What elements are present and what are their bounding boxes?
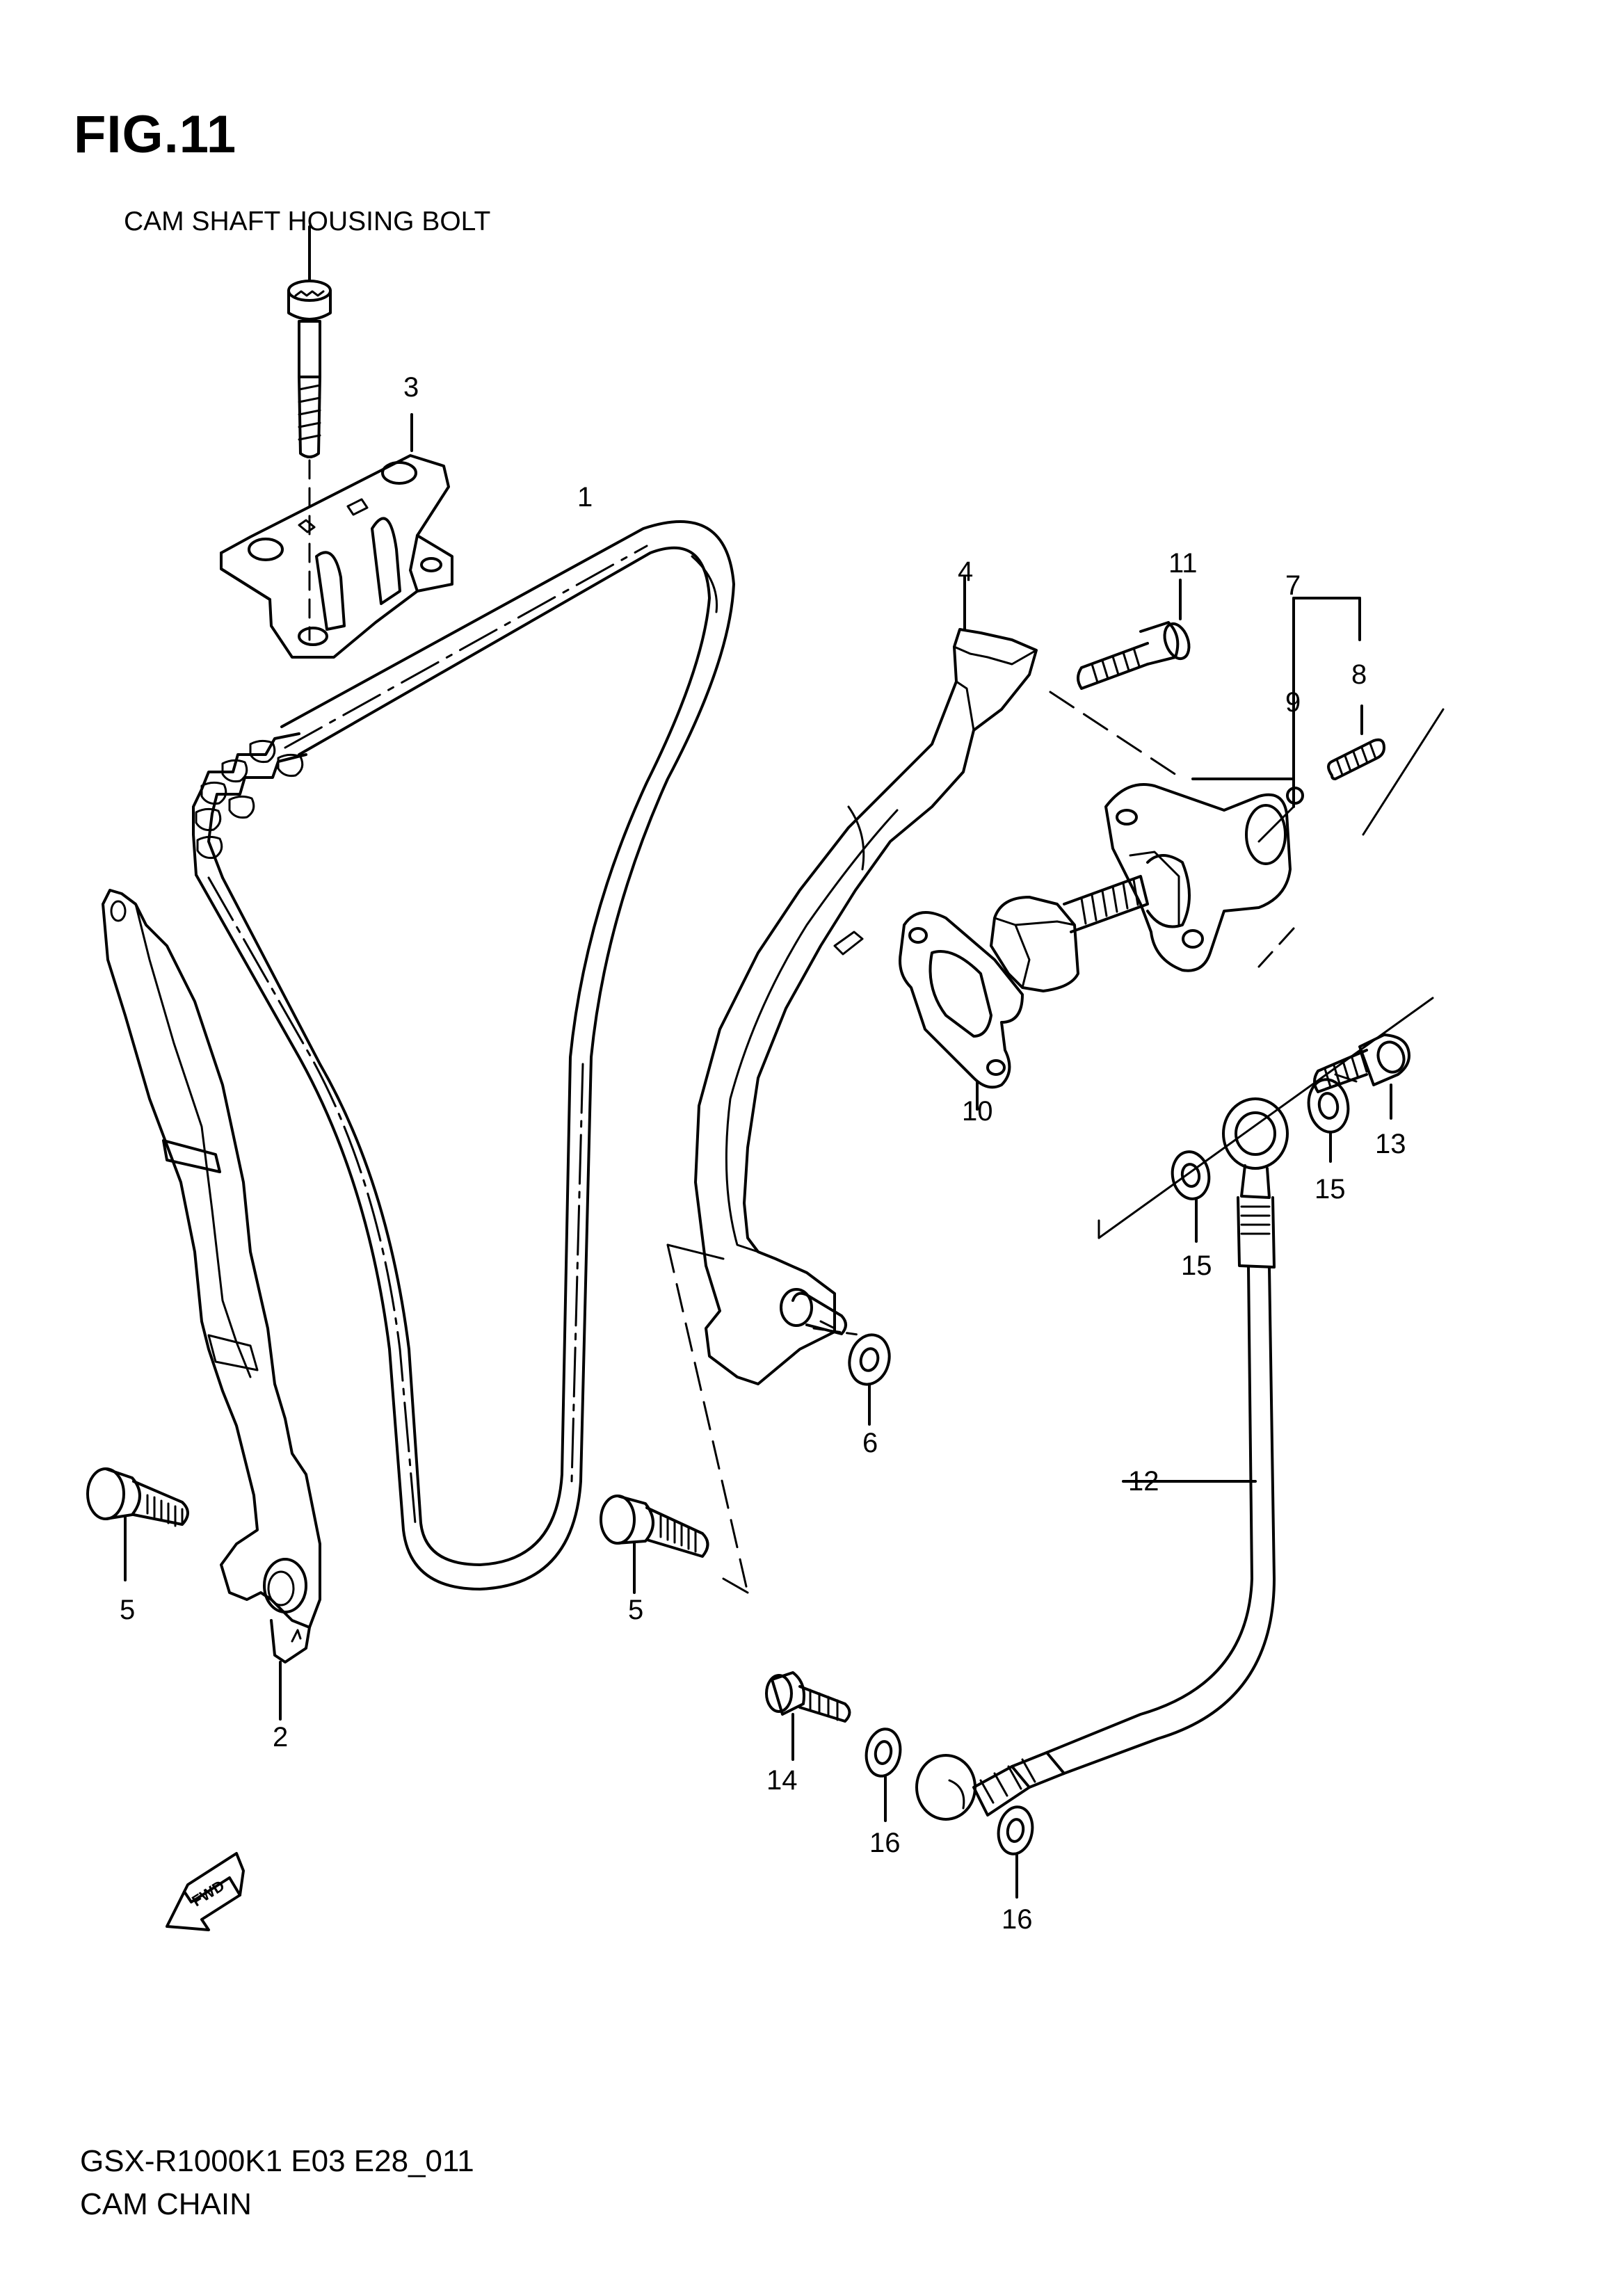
washer-15-upper	[1305, 1077, 1352, 1161]
part-ref-8: 8	[1351, 659, 1367, 690]
union-bolt-13	[1315, 1035, 1409, 1118]
tensioner-gasket	[900, 912, 1022, 1109]
washer-15-lower	[1099, 998, 1433, 1241]
section-name: CAM CHAIN	[80, 2187, 252, 2221]
part-ref-5b: 5	[628, 1595, 644, 1625]
spring-8	[1328, 706, 1384, 779]
ball-9	[1287, 723, 1303, 803]
cam-shaft-housing-bolt	[289, 227, 330, 640]
guide-bolt-right	[601, 1496, 708, 1593]
cam-shaft-housing	[221, 414, 452, 657]
housing-bolt-label: CAM SHAFT HOUSING BOLT	[124, 207, 491, 236]
part-ref-15b: 15	[1315, 1174, 1346, 1205]
cam-chain	[193, 522, 734, 1589]
chain-tensioner-guide	[668, 577, 1036, 1593]
part-ref-2: 2	[273, 1722, 289, 1753]
forward-direction-icon: FWD	[167, 1853, 243, 1930]
part-ref-3: 3	[403, 372, 419, 403]
tensioner-oil-hose	[917, 1099, 1287, 1819]
cam-chain-tensioner	[991, 598, 1443, 991]
part-ref-16a: 16	[869, 1828, 901, 1858]
part-ref-12: 12	[1128, 1466, 1159, 1497]
part-ref-4: 4	[958, 556, 974, 587]
part-ref-5a: 5	[120, 1595, 136, 1625]
part-ref-14: 14	[766, 1765, 798, 1796]
part-ref-10: 10	[962, 1096, 993, 1127]
washer-16-right	[995, 1804, 1036, 1897]
part-ref-1: 1	[577, 482, 593, 513]
guide-bolt-left	[88, 1469, 188, 1580]
washer-16-left	[862, 1726, 903, 1821]
part-ref-9: 9	[1285, 687, 1301, 718]
part-ref-11: 11	[1168, 548, 1198, 579]
part-ref-6: 6	[862, 1428, 878, 1458]
model-code: GSX-R1000K1 E03 E28_011	[80, 2144, 474, 2178]
part-ref-15a: 15	[1181, 1250, 1212, 1281]
union-bolt-14	[766, 1673, 850, 1760]
figure-title: FIG.11	[74, 105, 237, 164]
part-ref-7: 7	[1285, 570, 1301, 601]
chain-guide-front	[103, 890, 320, 1719]
part-ref-16b: 16	[1002, 1904, 1033, 1935]
part-ref-13: 13	[1375, 1129, 1406, 1159]
tensioner-bolt	[1050, 580, 1193, 779]
washer-6	[844, 1330, 895, 1424]
